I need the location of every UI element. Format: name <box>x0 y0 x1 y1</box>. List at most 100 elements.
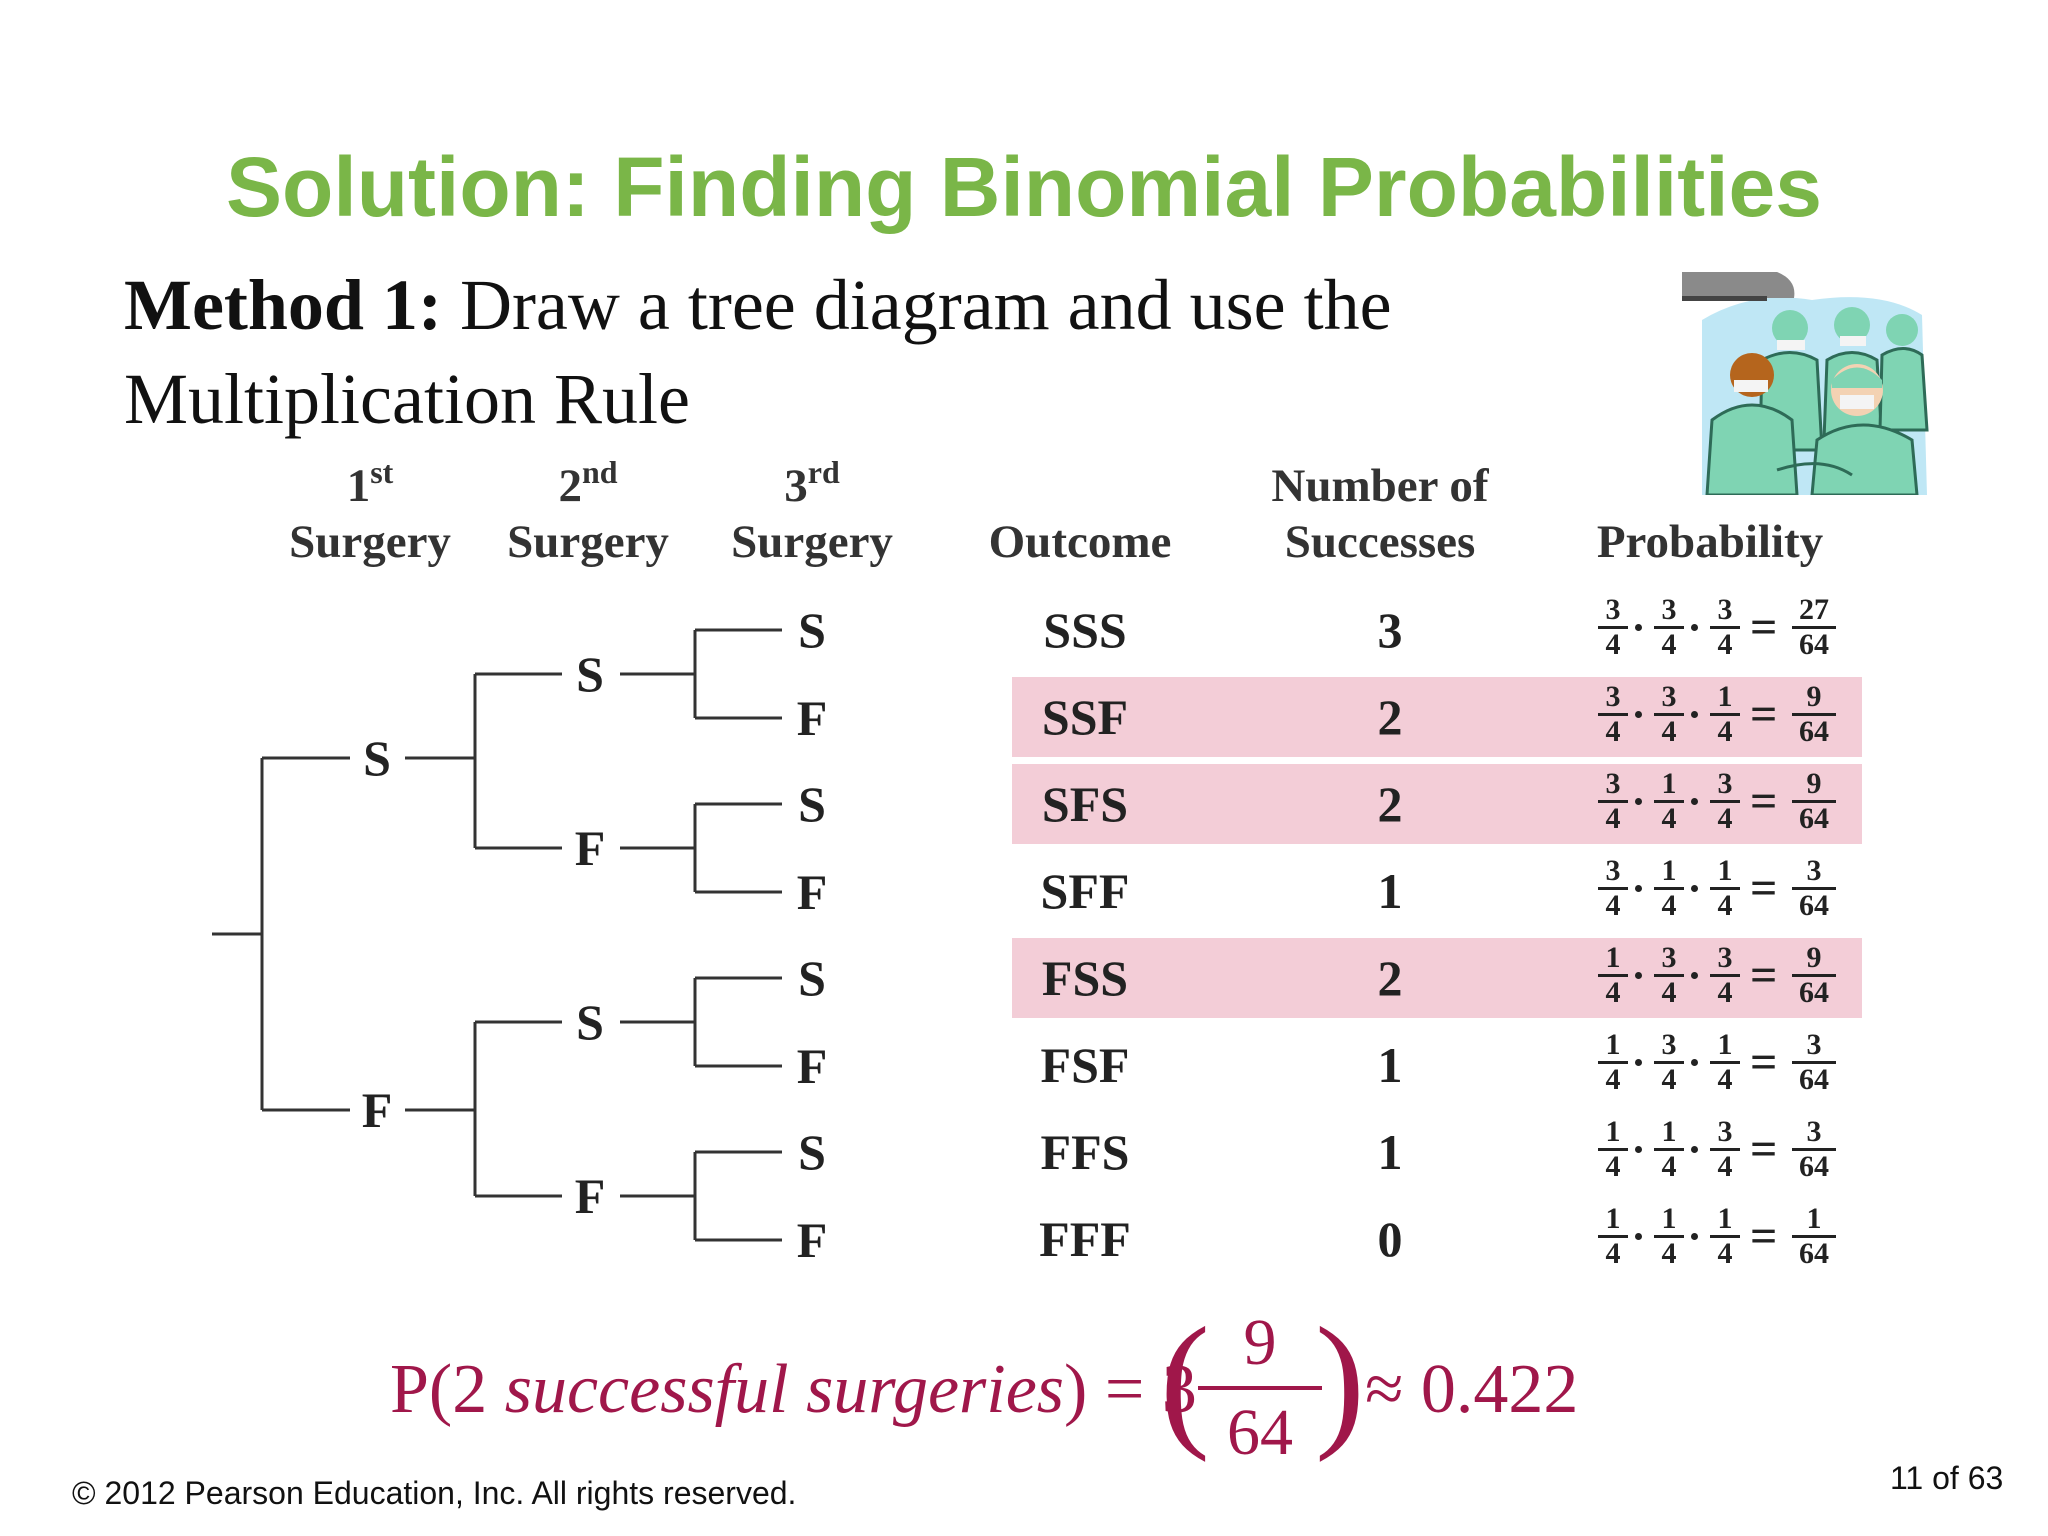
factor-numerator: 1 <box>1710 683 1740 711</box>
factor-numerator: 3 <box>1598 683 1628 711</box>
probability-cell: 14 14 34 = 364 <box>1598 1116 1848 1196</box>
successes-cell: 1 <box>1350 1124 1430 1180</box>
factor-fraction: 14 <box>1710 1031 1740 1094</box>
tree-node-level3-5: S <box>787 953 837 1003</box>
tree-node-level2-fs: S <box>565 997 615 1047</box>
multiply-dot <box>1691 972 1698 979</box>
probability-cell: 143414=364 <box>1598 1029 1848 1109</box>
factor-numerator: 1 <box>1710 1205 1740 1233</box>
factor-fraction: 14 <box>1654 1118 1684 1181</box>
factor-denominator: 4 <box>1710 631 1740 659</box>
result-denominator: 64 <box>1799 1150 1829 1183</box>
factor-denominator: 4 <box>1654 718 1684 746</box>
tree-node-level1-s: S <box>352 733 402 783</box>
result-fraction: 964 <box>1792 944 1836 1007</box>
factor-numerator: 1 <box>1710 857 1740 885</box>
factor-denominator: 4 <box>1654 892 1684 920</box>
factor-denominator: 4 <box>1598 805 1628 833</box>
factor-numerator: 3 <box>1598 857 1628 885</box>
result-denominator: 64 <box>1799 628 1829 661</box>
factor-denominator: 4 <box>1710 892 1740 920</box>
factor-denominator: 4 <box>1598 892 1628 920</box>
factor-denominator: 4 <box>1598 1240 1628 1268</box>
multiply-dot <box>1691 1233 1698 1240</box>
equals-sign: = <box>1750 865 1777 913</box>
factor-denominator: 4 <box>1654 1066 1684 1094</box>
factor-fraction: 34 <box>1598 857 1628 920</box>
factor-denominator: 4 <box>1710 979 1740 1007</box>
tree-node-level3-7: S <box>787 1127 837 1177</box>
result-numerator: 9 <box>1807 680 1822 713</box>
factor-numerator: 3 <box>1654 944 1684 972</box>
equals-sign: = <box>1750 778 1777 826</box>
factor-numerator: 1 <box>1654 857 1684 885</box>
multiply-dot <box>1635 711 1642 718</box>
factor-denominator: 4 <box>1654 1153 1684 1181</box>
tree-node-level2-ss: S <box>565 649 615 699</box>
factor-fraction: 34 <box>1598 596 1628 659</box>
probability-cell: 143434=964 <box>1598 942 1848 1022</box>
result-denominator: 64 <box>1799 1237 1829 1270</box>
multiply-dot <box>1691 1059 1698 1066</box>
result-denominator: 64 <box>1799 889 1829 922</box>
formula-fraction-denominator: 64 <box>1210 1398 1310 1468</box>
result-fraction: 964 <box>1792 683 1836 746</box>
equals-sign: = <box>1750 691 1777 739</box>
factor-fraction: 34 <box>1710 770 1740 833</box>
factor-fraction: 34 <box>1654 1031 1684 1094</box>
multiply-dot <box>1635 1059 1642 1066</box>
factor-fraction: 14 <box>1654 857 1684 920</box>
result-numerator: 3 <box>1807 854 1822 887</box>
factor-fraction: 14 <box>1598 944 1628 1007</box>
formula-event: successful surgeries <box>505 1351 1064 1428</box>
factor-numerator: 3 <box>1710 1118 1740 1146</box>
tree-node-level3-3: S <box>787 779 837 829</box>
factor-numerator: 1 <box>1598 1118 1628 1146</box>
result-denominator: 64 <box>1799 715 1829 748</box>
multiply-dot <box>1635 798 1642 805</box>
probability-formula: P(2 successful surgeries) = 3 ( 9 64 ) ≈… <box>390 1290 1650 1480</box>
equals-sign: = <box>1750 1126 1777 1174</box>
factor-numerator: 1 <box>1598 1205 1628 1233</box>
formula-p-open: P(2 <box>390 1351 505 1428</box>
successes-cell: 0 <box>1350 1211 1430 1267</box>
factor-numerator: 3 <box>1654 596 1684 624</box>
formula-lhs: P(2 successful surgeries) = 3 <box>390 1350 1197 1430</box>
tree-node-level3-6: F <box>787 1041 837 1091</box>
result-fraction: 364 <box>1792 1118 1836 1181</box>
tree-node-level3-2: F <box>787 693 837 743</box>
factor-fraction: 14 <box>1598 1031 1628 1094</box>
probability-cell: 343434=2764 <box>1598 594 1848 674</box>
factor-denominator: 4 <box>1654 805 1684 833</box>
tree-node-level2-sf: F <box>565 823 615 873</box>
outcome-cell: FSF <box>985 1037 1185 1093</box>
formula-result: ≈ 0.422 <box>1365 1350 1578 1430</box>
factor-numerator: 1 <box>1654 1118 1684 1146</box>
factor-denominator: 4 <box>1710 1240 1740 1268</box>
factor-denominator: 4 <box>1654 631 1684 659</box>
slide-number: 11 of 63 <box>1890 1460 2003 1497</box>
tree-node-level3-4: F <box>787 867 837 917</box>
multiply-dot <box>1691 1146 1698 1153</box>
probability-cell: 341434=964 <box>1598 768 1848 848</box>
factor-numerator: 3 <box>1710 596 1740 624</box>
factor-denominator: 4 <box>1598 1066 1628 1094</box>
formula-left-paren: ( <box>1160 1300 1210 1460</box>
copyright-footer: © 2012 Pearson Education, Inc. All right… <box>72 1475 796 1512</box>
factor-numerator: 1 <box>1598 1031 1628 1059</box>
factor-denominator: 4 <box>1654 979 1684 1007</box>
result-denominator: 64 <box>1799 802 1829 835</box>
factor-denominator: 4 <box>1598 979 1628 1007</box>
outcome-cell: SFF <box>985 863 1185 919</box>
outcome-cell: SSF <box>985 689 1185 745</box>
factor-numerator: 1 <box>1710 1031 1740 1059</box>
multiply-dot <box>1635 624 1642 631</box>
factor-denominator: 4 <box>1598 631 1628 659</box>
successes-cell: 2 <box>1350 776 1430 832</box>
